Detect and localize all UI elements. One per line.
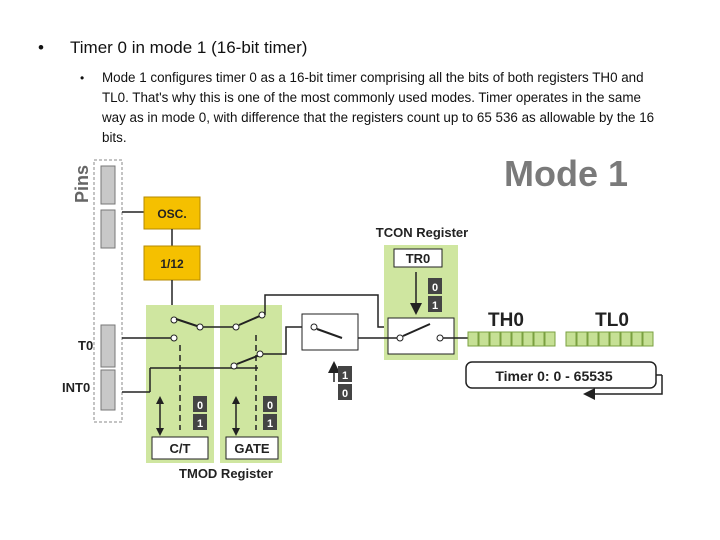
ct-switch-pivot (196, 323, 204, 331)
ct-switch-lever (175, 318, 201, 328)
title-bullet-text: Timer 0 in mode 1 (16-bit timer) (70, 38, 308, 57)
tr0-bit-1-text: 1 (432, 300, 438, 312)
gate-switch2-pivot (230, 362, 238, 370)
th0-label: TH0 (488, 310, 524, 331)
pin-int0 (100, 369, 116, 411)
mid-bit-1-text: 1 (342, 370, 348, 382)
tl0-label: TL0 (595, 310, 629, 331)
ct-bit-0 (193, 396, 207, 412)
gate-switch-pivot (232, 323, 240, 331)
tmod-label: TMOD Register (179, 466, 273, 481)
pin-1 (100, 165, 116, 205)
gate-bidirectional-arrow (232, 396, 240, 436)
tl0-bit-cell (642, 331, 654, 347)
th0-bit-cell (478, 331, 490, 347)
th0-bit-cell (511, 331, 523, 347)
mid-bit-1 (338, 366, 352, 382)
pin-2 (100, 209, 116, 249)
int0-pin-label: INT0 (62, 380, 90, 395)
mid-switch-box (301, 313, 359, 351)
tr0-bit-0 (428, 278, 442, 294)
osc-block (143, 196, 201, 230)
tl0-bit-cell (576, 331, 588, 347)
gate-box (225, 436, 279, 460)
th0-bit-cell (533, 331, 545, 347)
tl0-register-cells (565, 331, 654, 347)
gate-label: GATE (234, 441, 269, 456)
tr0-switch-pivot (396, 334, 404, 342)
ct-bit-1-text: 1 (197, 418, 203, 430)
th0-bit-cell (522, 331, 534, 347)
gate-top-wire (264, 294, 392, 328)
gate-switch-lever (238, 314, 263, 326)
title-bullet: • Timer 0 in mode 1 (16-bit timer) (38, 38, 307, 58)
divider-label: 1/12 (160, 257, 184, 271)
divider-block (143, 245, 201, 281)
ct-box (151, 436, 209, 460)
th0-bit-cell (500, 331, 512, 347)
tr0-bit-0-text: 0 (432, 282, 438, 294)
ct-bit-1 (193, 414, 207, 430)
tl0-bit-cell (587, 331, 599, 347)
mid-switch-pivot (310, 323, 318, 331)
mode-heading: Mode 1 (504, 153, 628, 194)
bullet-dot: • (80, 71, 85, 85)
timer-range-label: Timer 0: 0 - 65535 (495, 368, 612, 384)
tl0-bit-cell (631, 331, 643, 347)
th0-bit-cell (544, 331, 556, 347)
tcon-label: TCON Register (376, 225, 468, 240)
tl0-bit-cell (609, 331, 621, 347)
body-bullet: • Mode 1 configures timer 0 as a 16-bit … (80, 68, 680, 148)
t0-pin-label: T0 (78, 338, 93, 353)
ct-label: C/T (170, 441, 191, 456)
pins-label: Pins (72, 165, 92, 203)
tr0-switch-contact (436, 334, 444, 342)
gate-bit-1 (263, 414, 277, 430)
ct-bit-0-text: 0 (197, 400, 203, 412)
mid-switch-lever (316, 328, 343, 339)
gate-bit-0 (263, 396, 277, 412)
gate-to-mid-wire (263, 326, 302, 355)
pin-t0 (100, 324, 116, 368)
bullet-dot: • (38, 38, 44, 57)
tr0-bit-1 (428, 296, 442, 312)
tl0-bit-cell (565, 331, 577, 347)
gate-switch-contact-top (258, 311, 266, 319)
gate-bit-1-text: 1 (267, 418, 273, 430)
th0-register-cells (467, 331, 556, 347)
osc-label: OSC. (157, 207, 186, 221)
gate-switch2-contact (256, 350, 264, 358)
mid-bit-0 (338, 384, 352, 400)
gate-bit-0-text: 0 (267, 400, 273, 412)
tl0-bit-cell (620, 331, 632, 347)
tl0-bit-cell (598, 331, 610, 347)
tr0-label: TR0 (406, 251, 431, 266)
ct-switch-contact-bottom (170, 334, 178, 342)
th0-bit-cell (489, 331, 501, 347)
body-bullet-text: Mode 1 configures timer 0 as a 16-bit ti… (102, 70, 655, 145)
overflow-arrow (583, 375, 663, 400)
th0-bit-cell (467, 331, 479, 347)
tr0-switch-lever (402, 323, 431, 337)
tr0-box (393, 248, 443, 268)
ct-bidirectional-arrow (156, 396, 164, 436)
mid-bit-0-text: 0 (342, 388, 348, 400)
